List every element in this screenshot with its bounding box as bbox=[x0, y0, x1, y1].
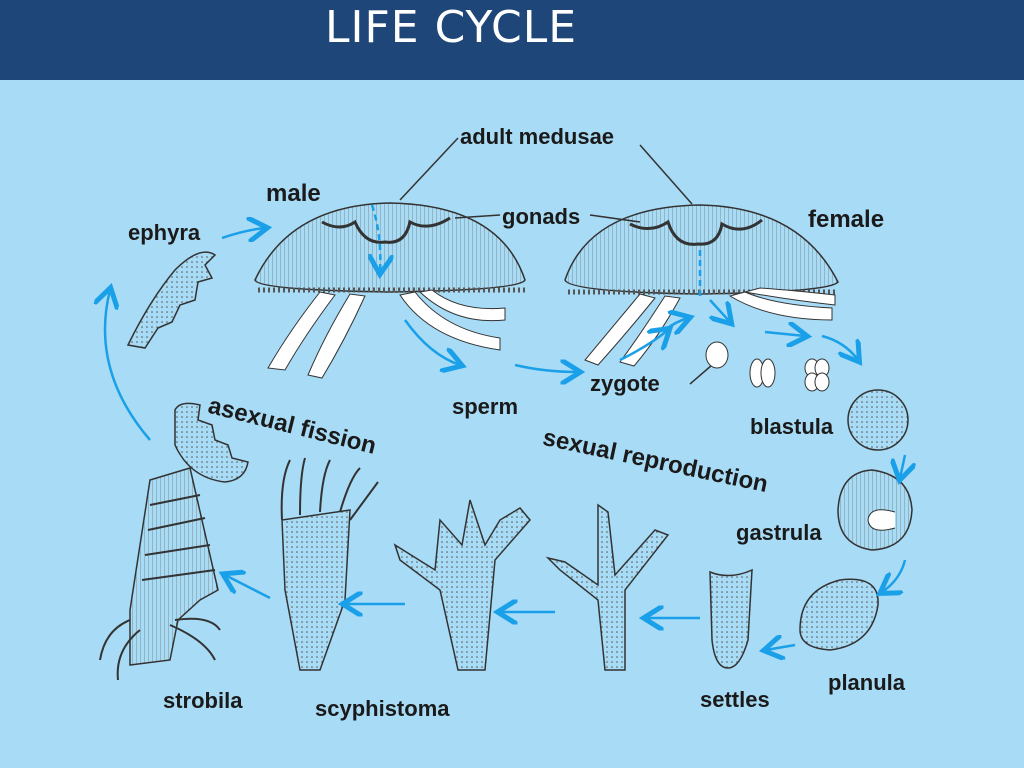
planula-larva bbox=[799, 578, 879, 651]
female-medusa bbox=[564, 204, 839, 367]
male-medusa bbox=[254, 202, 526, 379]
label-ephyra: ephyra bbox=[128, 220, 201, 245]
detached-ephyra bbox=[174, 402, 249, 483]
mature-polyp bbox=[393, 499, 531, 671]
page-title: LIFE CYCLE bbox=[325, 2, 578, 53]
blastula-cell bbox=[847, 389, 909, 451]
pointer-lines bbox=[399, 137, 713, 385]
label-blastula: blastula bbox=[750, 414, 834, 439]
label-planula: planula bbox=[828, 670, 906, 695]
label-zygote: zygote bbox=[590, 371, 660, 396]
cycle-arrows bbox=[105, 228, 905, 650]
label-settles: settles bbox=[700, 687, 770, 712]
label-male: male bbox=[266, 180, 321, 207]
label-gastrula: gastrula bbox=[736, 520, 822, 545]
ephyra bbox=[126, 251, 217, 349]
label-strobila: strobila bbox=[163, 688, 243, 713]
label-female: female bbox=[808, 206, 885, 233]
young-polyp bbox=[545, 503, 670, 671]
label-scyphistoma: scyphistoma bbox=[315, 696, 450, 721]
label-gonads: gonads bbox=[502, 204, 581, 229]
settled-larva bbox=[709, 568, 753, 669]
label-adult-medusae: adult medusae bbox=[460, 124, 615, 149]
zygote-and-cleavage bbox=[705, 341, 830, 392]
diagram-drawing bbox=[0, 137, 1024, 681]
strobila-polyp bbox=[99, 467, 221, 681]
gastrula-cell bbox=[837, 469, 913, 551]
life-cycle-diagram: adult medusae male female gonads ephyra … bbox=[0, 80, 1024, 768]
label-sperm: sperm bbox=[452, 394, 519, 419]
scyphistoma-polyp bbox=[280, 457, 379, 671]
title-bar: LIFE CYCLE bbox=[0, 0, 1024, 80]
